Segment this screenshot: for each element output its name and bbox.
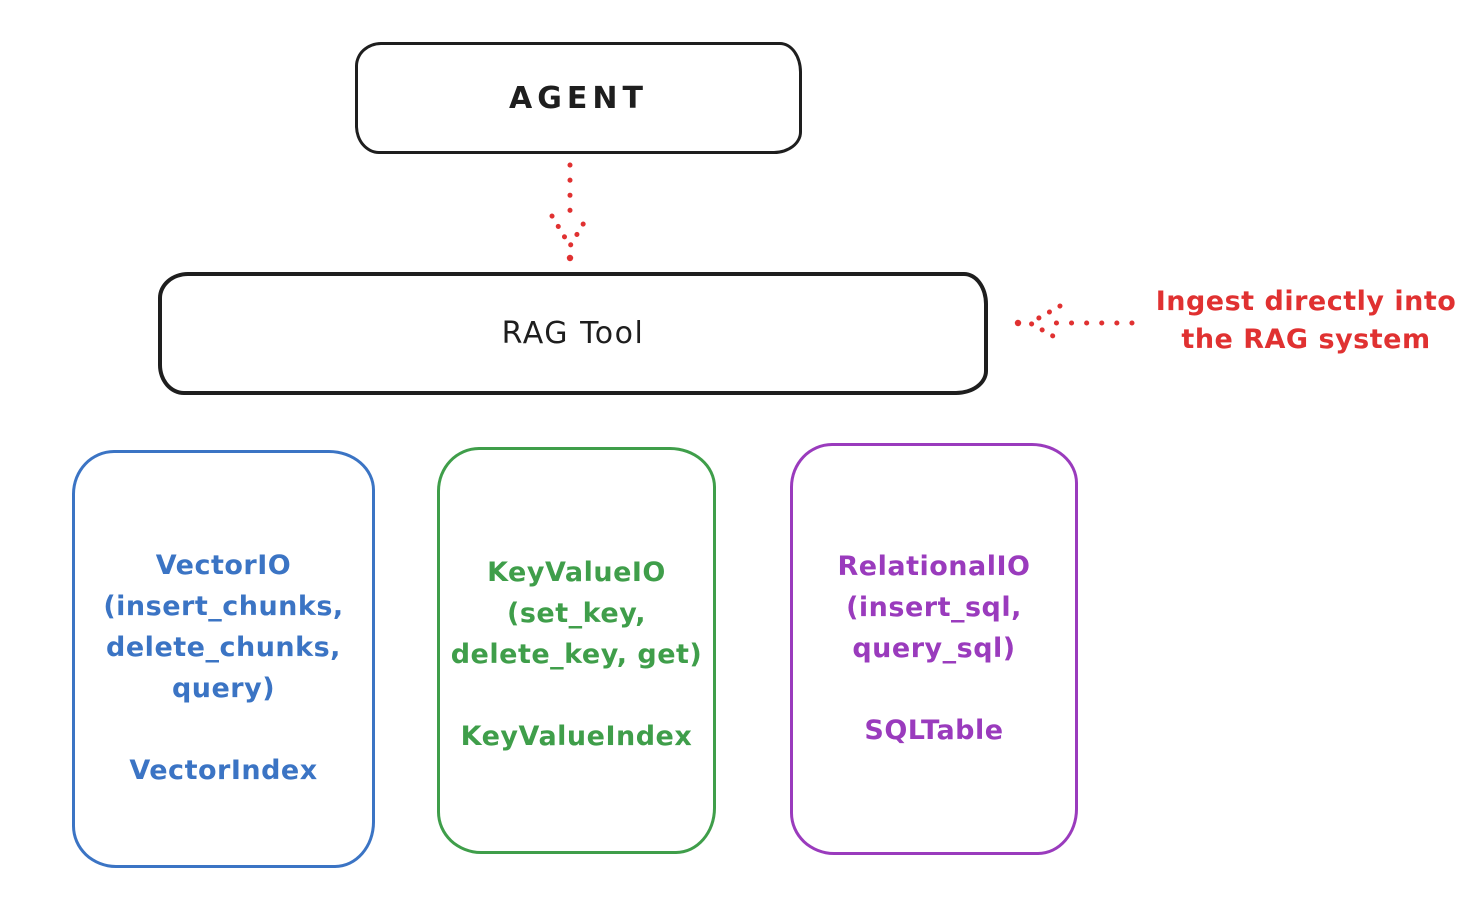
dotted-arrow-left-icon bbox=[1014, 303, 1135, 343]
store-line: query) bbox=[171, 673, 276, 704]
store-line: VectorIO bbox=[155, 550, 292, 581]
agent-box: AGENT bbox=[355, 42, 802, 154]
store-line: (insert_chunks, bbox=[103, 591, 344, 622]
store-line: RelationalIO bbox=[837, 551, 1031, 582]
relational-io-box: RelationalIO (insert_sql, query_sql) SQL… bbox=[790, 443, 1078, 855]
sql-table-label: SQLTable bbox=[864, 715, 1004, 746]
relational-io-text: RelationalIO (insert_sql, query_sql) SQL… bbox=[838, 546, 1031, 746]
store-line: delete_key, get) bbox=[450, 639, 703, 670]
agent-label: AGENT bbox=[509, 80, 648, 116]
store-line: query_sql) bbox=[852, 633, 1016, 664]
ingest-annotation-line1: Ingest directly into bbox=[1155, 286, 1457, 317]
store-line: KeyValueIO bbox=[487, 557, 666, 588]
dotted-arrow-down-icon bbox=[549, 162, 591, 262]
rag-tool-box: RAG Tool bbox=[158, 272, 988, 395]
vector-io-text: VectorIO (insert_chunks, delete_chunks, … bbox=[103, 545, 343, 786]
vector-index-label: VectorIndex bbox=[129, 755, 318, 786]
store-line: (insert_sql, bbox=[846, 592, 1022, 623]
keyvalue-io-box: KeyValueIO (set_key, delete_key, get) Ke… bbox=[437, 447, 716, 854]
rag-tool-label: RAG Tool bbox=[501, 316, 645, 351]
store-line: delete_chunks, bbox=[106, 632, 341, 663]
store-line: (set_key, bbox=[507, 598, 646, 629]
keyvalue-index-label: KeyValueIndex bbox=[460, 721, 693, 752]
ingest-annotation-line2: the RAG system bbox=[1181, 324, 1431, 355]
vector-io-box: VectorIO (insert_chunks, delete_chunks, … bbox=[72, 450, 375, 868]
ingest-annotation: Ingest directly into the RAG system bbox=[1138, 283, 1474, 359]
keyvalue-io-text: KeyValueIO (set_key, delete_key, get) Ke… bbox=[451, 552, 703, 752]
